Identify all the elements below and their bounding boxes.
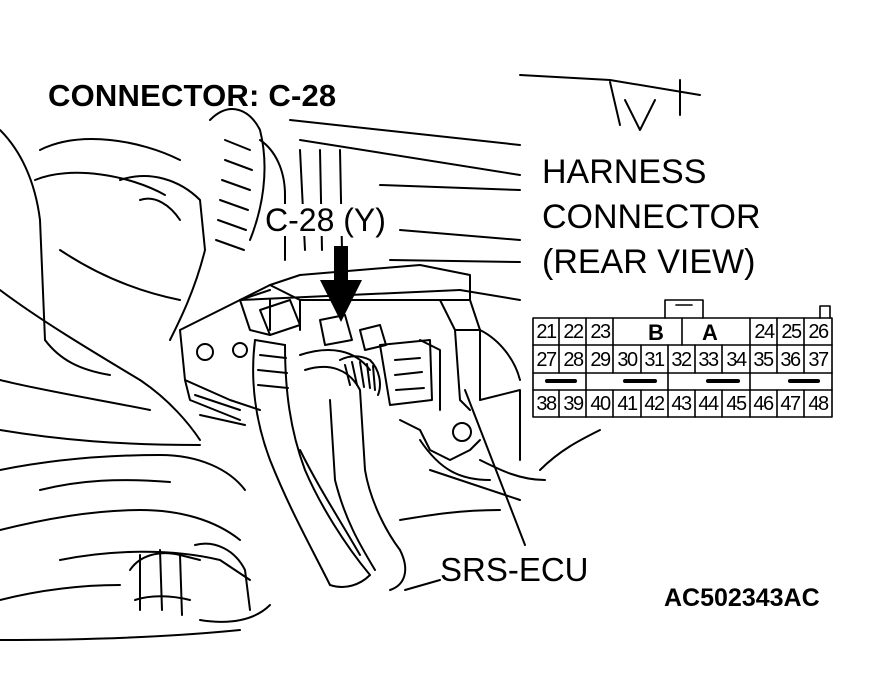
pin-label: 42: [644, 393, 665, 415]
pin-label: 24: [754, 321, 775, 343]
pin-group-label: B: [648, 320, 664, 345]
pin-label: 35: [753, 349, 774, 371]
lower-fitting: [0, 542, 271, 641]
right-structure: [399, 329, 601, 591]
srs-ecu-box: [239, 264, 521, 481]
pin-label: 43: [671, 393, 692, 415]
pin-label: 21: [536, 321, 557, 343]
left-structure: [0, 129, 251, 601]
pin-label: 30: [617, 349, 638, 371]
connector-callout: C-28 (Y): [262, 204, 389, 236]
dashboard-outline: [289, 74, 701, 301]
harness-line-3: (REAR VIEW): [542, 242, 756, 281]
pin-label: 32: [671, 349, 692, 371]
pin-label: 36: [780, 349, 801, 371]
down-arrow-icon: [320, 246, 362, 322]
pin-label: 39: [563, 393, 584, 415]
connector-face-diagram: [532, 299, 833, 418]
upper-harness-bundle: [34, 108, 343, 341]
pin-label: 41: [617, 393, 638, 415]
pin-label: 34: [726, 349, 747, 371]
harness-connector-label: HARNESS CONNECTOR (REAR VIEW): [542, 150, 761, 285]
pin-label: 44: [698, 393, 719, 415]
pin-label: 22: [563, 321, 584, 343]
pin-label: 37: [808, 349, 829, 371]
pin-label: 25: [781, 321, 802, 343]
pin-label: 29: [590, 349, 611, 371]
pin-label: 47: [780, 393, 801, 415]
figure-code: AC502343AC: [664, 584, 820, 612]
connector-title: CONNECTOR: C-28: [48, 78, 337, 113]
c28-plug: [259, 299, 433, 406]
pin-label: 33: [698, 349, 719, 371]
srs-ecu-label: SRS-ECU: [440, 551, 589, 588]
lower-harness: [252, 339, 407, 591]
pin-label: 48: [808, 393, 829, 415]
pin-label: 45: [726, 393, 747, 415]
pin-label: 23: [590, 321, 611, 343]
harness-line-1: HARNESS: [542, 153, 707, 191]
pin-label: 26: [808, 321, 829, 343]
ecu-leader-line: [464, 389, 526, 546]
pin-label: 27: [536, 349, 557, 371]
pin-label: 38: [536, 393, 557, 415]
pin-group-label: A: [702, 320, 718, 345]
pin-label: 40: [590, 393, 611, 415]
harness-line-2: CONNECTOR: [542, 197, 761, 236]
pin-label: 46: [753, 393, 774, 415]
pin-label: 31: [644, 349, 665, 371]
pin-label: 28: [563, 349, 584, 371]
